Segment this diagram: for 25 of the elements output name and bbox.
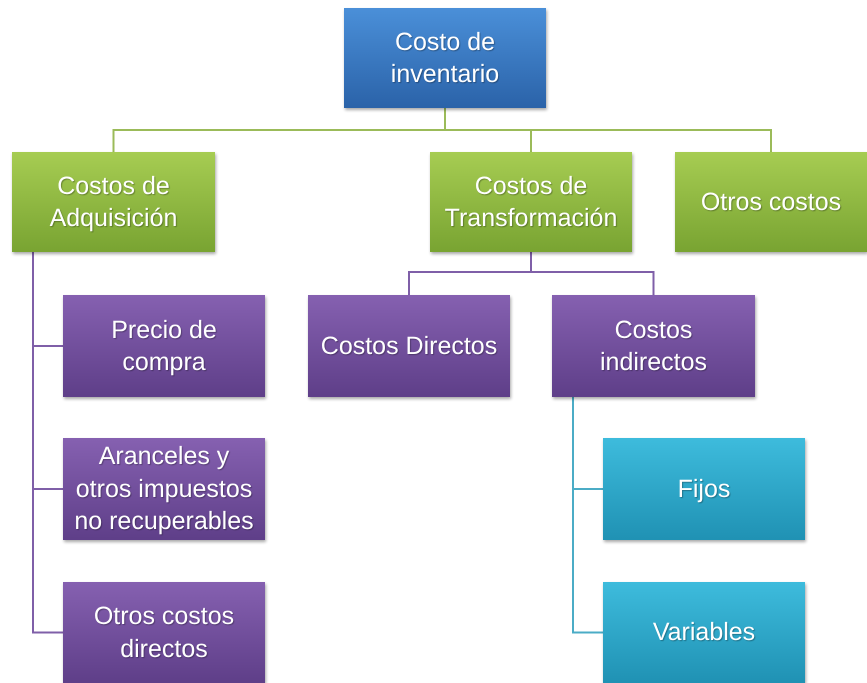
connector-line <box>32 252 63 634</box>
category-box <box>344 8 546 108</box>
box-label: Otros costos <box>700 186 842 218</box>
connector-line <box>530 252 654 295</box>
category-box <box>430 152 632 252</box>
connector-line <box>444 108 772 152</box>
box-label: Variables <box>652 617 756 648</box>
box-label: Otros costos directos <box>92 601 236 664</box>
box-label: Costos Directos <box>320 330 498 362</box>
category-box <box>12 152 215 252</box>
box-label: Costos de Transformación <box>444 170 618 234</box>
category-box <box>603 582 805 683</box>
connector-line <box>572 397 603 634</box>
box-label: Costo de inventario <box>390 26 500 90</box>
box-label: Costos de Adquisición <box>48 170 178 234</box>
box-label: Precio de compra <box>110 314 218 378</box>
box-label: Costos indirectos <box>599 314 708 378</box>
category-box <box>675 152 867 252</box>
box-label: Aranceles y otros impuestos no recuperables <box>73 441 255 538</box>
box-label: Fijos <box>678 474 730 505</box>
category-box <box>63 295 265 397</box>
category-box <box>63 582 265 683</box>
category-box <box>552 295 755 397</box>
category-box <box>603 438 805 540</box>
category-box <box>308 295 510 397</box>
